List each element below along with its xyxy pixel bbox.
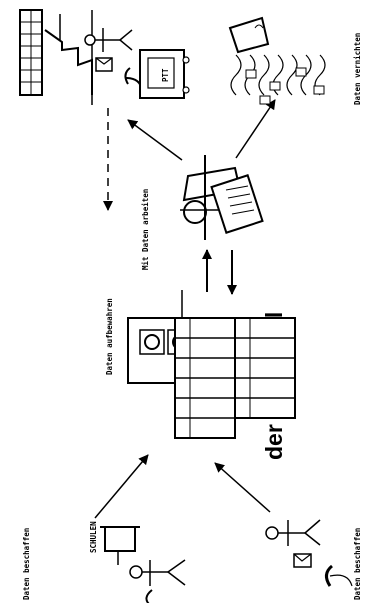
ptt-truck-icon: PTT bbox=[140, 50, 189, 98]
label-daten-vernichten: Daten vernichten bbox=[353, 33, 362, 105]
envelope-icon-right bbox=[96, 58, 112, 71]
office-building-icon bbox=[20, 10, 42, 95]
label-daten-beschaffen-top: Daten beschaffen bbox=[22, 528, 31, 600]
envelope-icon-bottom bbox=[294, 554, 311, 567]
person-at-desk-icon bbox=[180, 155, 262, 240]
school-source-icon: SCHULEN bbox=[89, 521, 140, 565]
svg-text:SCHULEN: SCHULEN bbox=[89, 521, 98, 553]
person-icon bbox=[130, 560, 185, 586]
shredded-paper-icon bbox=[231, 55, 325, 104]
phone-icon-bottom bbox=[326, 566, 352, 586]
phone-icon-top bbox=[146, 590, 152, 603]
svg-text:PTT: PTT bbox=[161, 68, 170, 82]
label-daten-aufbewahren: Daten aufbewahren bbox=[105, 298, 114, 375]
label-daten-beschaffen-bottom: Daten beschaffen bbox=[353, 528, 362, 600]
person-icon-bottom bbox=[266, 520, 320, 546]
shredder-bin-icon bbox=[230, 18, 268, 52]
factory-icon bbox=[45, 10, 92, 105]
label-mit-daten-arbeiten: Mit Daten arbeiten bbox=[141, 189, 150, 270]
